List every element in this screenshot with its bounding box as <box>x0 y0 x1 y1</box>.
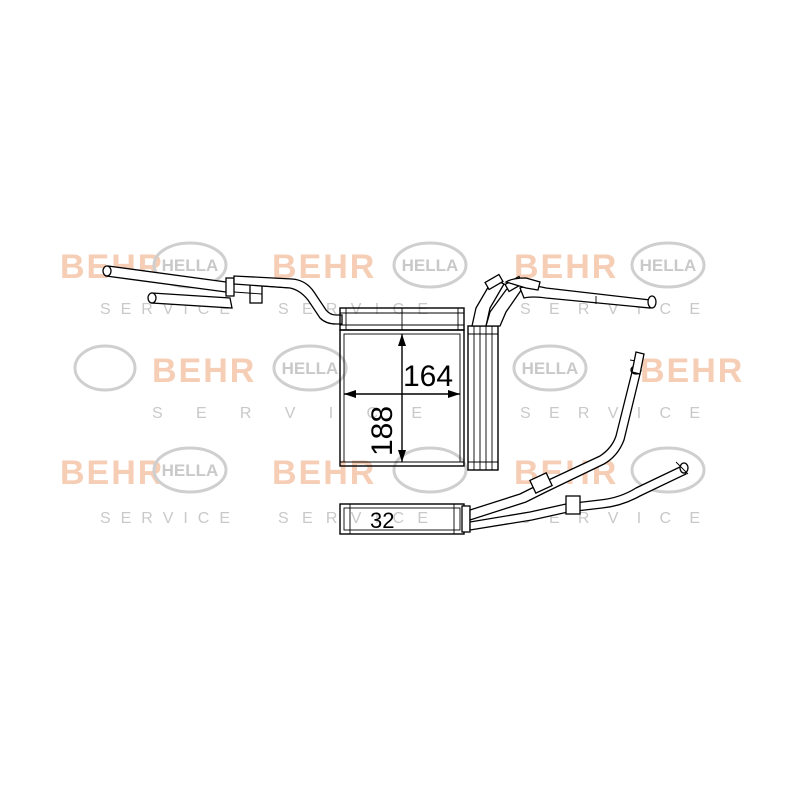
svg-text:HELLA: HELLA <box>162 461 219 480</box>
hella-logo-icon: HELLA <box>272 344 348 392</box>
top-view-left-pipes <box>102 265 343 325</box>
watermark-service: S E R V I C E <box>100 510 230 527</box>
hella-logo-icon <box>392 446 468 494</box>
svg-text:HELLA: HELLA <box>522 359 579 378</box>
hella-logo-icon: HELLA <box>152 446 228 494</box>
watermark-service: S E R V I C E <box>520 405 700 422</box>
hella-logo-icon: HELLA <box>512 344 588 392</box>
svg-text:HELLA: HELLA <box>402 256 459 275</box>
watermark-behr: BEHR <box>60 454 164 492</box>
watermark-behr: BEHR <box>272 454 376 492</box>
bottom-view-core <box>339 503 471 535</box>
hella-logo-icon <box>73 344 137 392</box>
watermark-service: S E R V I C E <box>278 301 428 318</box>
side-view-pipes <box>471 273 657 327</box>
svg-text:HELLA: HELLA <box>282 359 339 378</box>
dimension-width-label: 164 <box>403 360 453 393</box>
svg-text:HELLA: HELLA <box>640 256 697 275</box>
side-view-core <box>467 325 499 471</box>
hella-logo-icon: HELLA <box>392 241 468 289</box>
watermark-behr: BEHR <box>640 352 744 390</box>
dimension-height-label: 188 <box>366 406 399 456</box>
dimension-lines <box>344 334 460 462</box>
hella-logo-icon <box>630 446 706 494</box>
dimension-depth-label: 32 <box>370 508 394 533</box>
svg-text:HELLA: HELLA <box>162 256 219 275</box>
watermark-service: S E R V I C E <box>278 510 428 527</box>
watermark-behr: BEHR <box>152 352 256 390</box>
bottom-view-pipes <box>469 351 689 531</box>
hella-logo-icon: HELLA <box>630 241 706 289</box>
